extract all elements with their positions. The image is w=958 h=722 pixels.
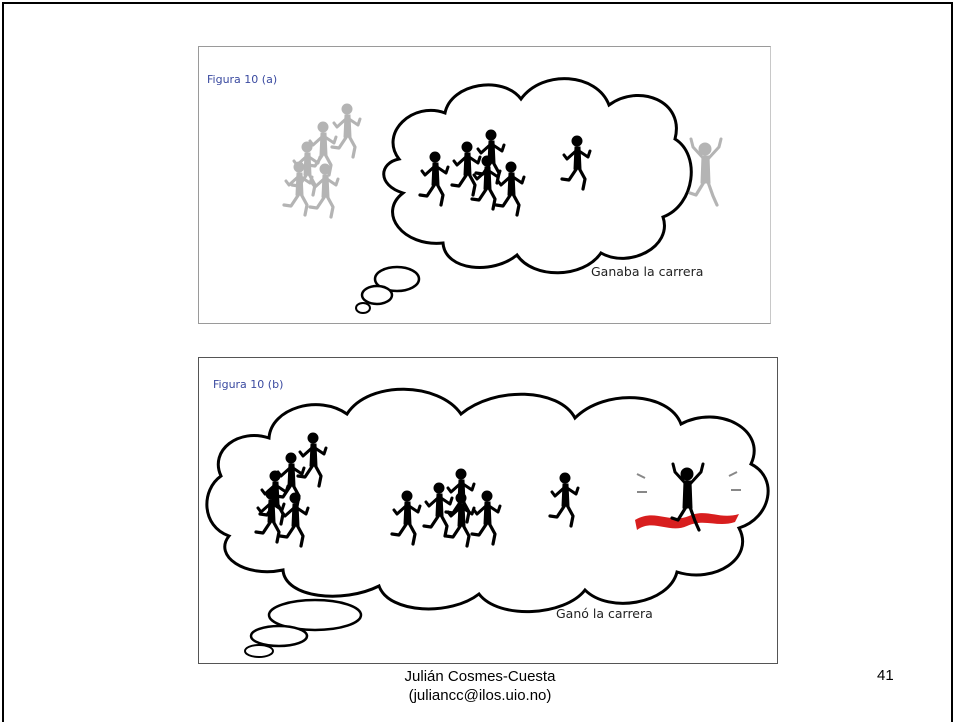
figure-caption: Ganaba la carrera (591, 264, 704, 279)
figure-10a-illustration (282, 77, 723, 314)
figure-10a-panel: Figura 10 (a) Ganaba la carrera (198, 46, 771, 324)
figure-10b-illustration (205, 387, 770, 658)
slide-footer: Julián Cosmes-Cuesta (juliancc@ilos.uio.… (380, 667, 580, 705)
footer-email: (juliancc@ilos.uio.no) (408, 687, 552, 704)
thought-bubble (355, 302, 371, 314)
thought-cloud (382, 77, 693, 275)
thought-bubble (244, 644, 274, 658)
thought-bubble (360, 284, 394, 306)
figure-label: Figura 10 (a) (207, 73, 278, 86)
thought-bubble (373, 265, 421, 293)
page-number: 41 (877, 667, 894, 684)
figure-caption: Ganó la carrera (556, 606, 653, 621)
finish-ribbon (635, 513, 739, 530)
footer-author: Julián Cosmes-Cuesta (404, 668, 556, 685)
thought-bubble (249, 624, 309, 648)
faded-runners-left (282, 102, 362, 219)
figure-10b-panel: Figura 10 (b) Ganó la carrera (198, 357, 778, 664)
figure-label: Figura 10 (b) (213, 378, 284, 391)
faded-winner-right (688, 137, 723, 207)
winner-figure (635, 462, 741, 532)
thought-bubble (267, 598, 363, 632)
